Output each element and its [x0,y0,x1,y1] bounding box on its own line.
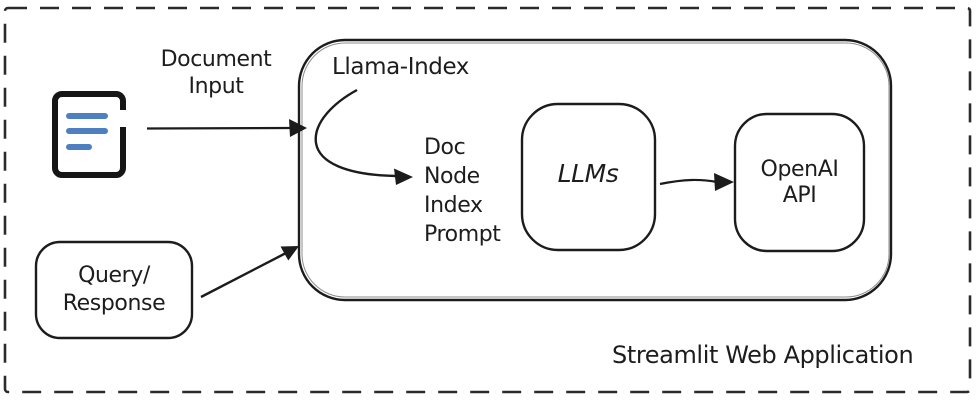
llms-to-openai-arrow [659,173,734,191]
openai-api-label: OpenAI API [735,114,864,251]
document-icon-outline [52,91,126,178]
llama-to-steps-arrow-curve [314,88,397,178]
llama-index-label: Llama-Index [332,54,470,80]
query-response-label: Query/ Response [36,242,192,338]
llms-label: LLMs [522,100,654,247]
streamlit-container-box-sketch-echo [301,42,890,298]
llama-to-steps-arrowhead [394,168,413,185]
document-input-arrow [146,119,307,137]
streamlit-app-caption: Streamlit Web Application [612,341,914,369]
llms-to-openai-arrow-line [659,178,718,186]
openai-api-box [733,112,866,253]
llms-text: LLMs [557,159,619,188]
step-index: Index [424,193,483,218]
query-response-box [34,240,194,340]
query-to-container-arrowhead [280,246,299,261]
llms-to-openai-arrowhead [714,173,734,191]
document-input-label: Document Input [146,46,286,100]
document-icon-notch [115,110,127,127]
step-prompt: Prompt [424,222,501,247]
query-to-container-arrow [200,246,299,299]
document-input-line1: Document [160,47,272,72]
pipeline-steps-label: Doc Node Index Prompt [424,133,501,249]
query-line1: Query/ [78,263,150,288]
outer-dashed-border [3,6,972,394]
llms-box [520,102,657,252]
document-icon [52,91,127,178]
query-to-container-arrow-line [200,251,287,299]
llama-to-steps-arrow [314,88,413,185]
document-input-arrow-line [146,126,291,130]
document-input-line2: Input [188,74,244,99]
openai-line1: OpenAI [760,156,839,182]
step-node: Node [424,164,480,189]
query-line2: Response [62,291,166,316]
step-doc: Doc [424,135,466,160]
document-input-arrowhead [289,119,307,137]
openai-line2: API [782,182,817,208]
